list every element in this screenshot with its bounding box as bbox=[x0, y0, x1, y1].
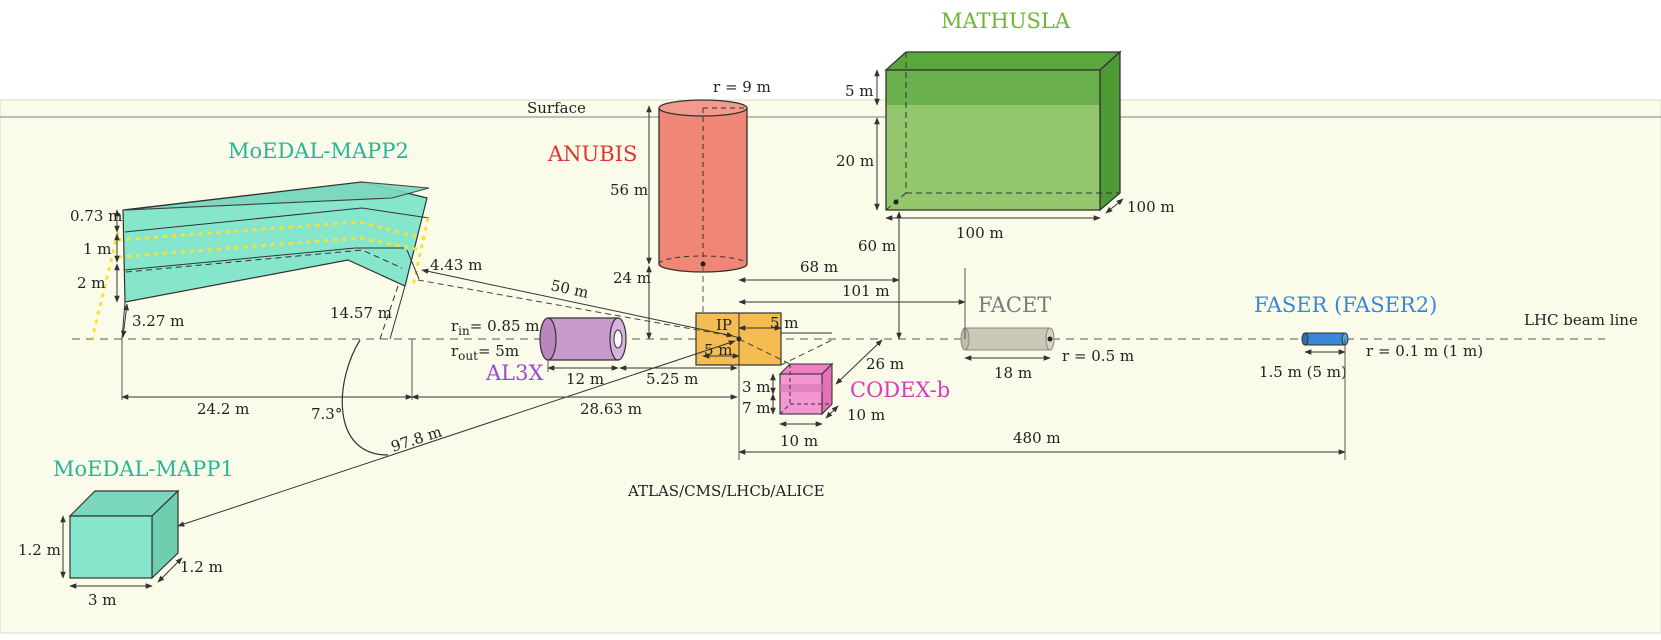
mapp1-depth-dim bbox=[157, 557, 183, 583]
codex-distance-dim bbox=[835, 339, 883, 385]
mathusla-height-label: 20 m bbox=[836, 152, 874, 170]
codex-h1-label: 3 m bbox=[742, 378, 771, 396]
al3x-cylinder bbox=[539, 317, 627, 361]
anubis-title: ANUBIS bbox=[547, 142, 637, 166]
codex-distance-label: 26 m bbox=[866, 355, 904, 373]
mapp1-title: MoEDAL-MAPP1 bbox=[53, 457, 234, 481]
mapp2-h2-label: 1 m bbox=[83, 240, 112, 258]
mapp2-x1-label: 24.2 m bbox=[197, 400, 249, 418]
detectors-label: ATLAS/CMS/LHCb/ALICE bbox=[627, 482, 825, 500]
mapp2-width-label: 4.43 m bbox=[430, 256, 482, 274]
codex-b-box bbox=[778, 362, 834, 416]
mathusla-title: MATHUSLA bbox=[941, 9, 1071, 33]
codex-width-label: 10 m bbox=[780, 432, 818, 450]
al3x-rin-label: rin= 0.85 m bbox=[451, 317, 539, 338]
codex-b-title: CODEX-b bbox=[850, 378, 950, 402]
mathusla-depth-dim bbox=[1105, 198, 1124, 214]
mapp2-gap-dim bbox=[120, 303, 130, 338]
facet-distance-label: 101 m bbox=[842, 282, 890, 300]
codex-h2-label: 7 m bbox=[742, 399, 771, 417]
mapp1-distance-dim bbox=[177, 340, 736, 527]
surface-label: Surface bbox=[527, 99, 586, 117]
mapp1-depth-label: 1.2 m bbox=[180, 558, 223, 576]
mapp2-distance-dim bbox=[421, 268, 734, 338]
facet-radius-label: r = 0.5 m bbox=[1062, 347, 1134, 365]
mathusla-vertical-label: 60 m bbox=[858, 237, 896, 255]
beam-line-label: LHC beam line bbox=[1524, 311, 1638, 329]
anubis-height-label: 56 m bbox=[610, 181, 648, 199]
facet-title: FACET bbox=[978, 293, 1051, 317]
mapp2-gap-label: 3.27 m bbox=[132, 312, 184, 330]
anubis-cylinder bbox=[658, 99, 748, 273]
mapp2-title: MoEDAL-MAPP2 bbox=[228, 139, 409, 163]
faser-radius-label: r = 0.1 m (1 m) bbox=[1366, 342, 1483, 360]
mapp1-height-label: 1.2 m bbox=[18, 541, 61, 559]
facet-cylinder bbox=[960, 327, 1055, 351]
facet-length-label: 18 m bbox=[994, 364, 1032, 382]
angle-label: 7.3° bbox=[311, 405, 342, 423]
ip-height-label: 5 m bbox=[770, 314, 799, 332]
mathusla-top-label: 5 m bbox=[845, 82, 874, 100]
faser-title: FASER (FASER2) bbox=[1254, 293, 1437, 317]
mapp2-h3-label: 2 m bbox=[77, 274, 106, 292]
anubis-radius-label: r = 9 m bbox=[713, 78, 771, 96]
ip-label: IP bbox=[716, 316, 732, 334]
mathusla-box bbox=[884, 50, 1122, 212]
mapp2-x2-label: 28.63 m bbox=[580, 400, 642, 418]
mapp2-len-label: 14.57 m bbox=[330, 304, 392, 322]
al3x-title: AL3X bbox=[485, 361, 543, 385]
al3x-distance-label: 5.25 m bbox=[646, 370, 698, 388]
mathusla-depth-label: 100 m bbox=[1127, 198, 1175, 216]
mapp1-width-label: 3 m bbox=[88, 591, 117, 609]
codex-depth-label: 10 m bbox=[847, 406, 885, 424]
faser-cylinder bbox=[1301, 332, 1349, 346]
mapp1-box bbox=[68, 489, 180, 580]
al3x-length-label: 12 m bbox=[566, 370, 604, 388]
mathusla-width-label: 100 m bbox=[956, 224, 1004, 242]
mapp2-h1-label: 0.73 m bbox=[70, 207, 122, 225]
faser-distance-label: 480 m bbox=[1013, 429, 1061, 447]
anubis-depth-label: 24 m bbox=[613, 269, 651, 287]
codex-depth-dim bbox=[825, 405, 839, 419]
mathusla-horizontal-label: 68 m bbox=[800, 258, 838, 276]
mapp2-width-dim bbox=[406, 249, 420, 280]
al3x-rout-label: rout= 5m bbox=[451, 342, 519, 363]
mapp2-tunnel bbox=[90, 181, 430, 340]
faser-length-label: 1.5 m (5 m) bbox=[1259, 363, 1347, 381]
